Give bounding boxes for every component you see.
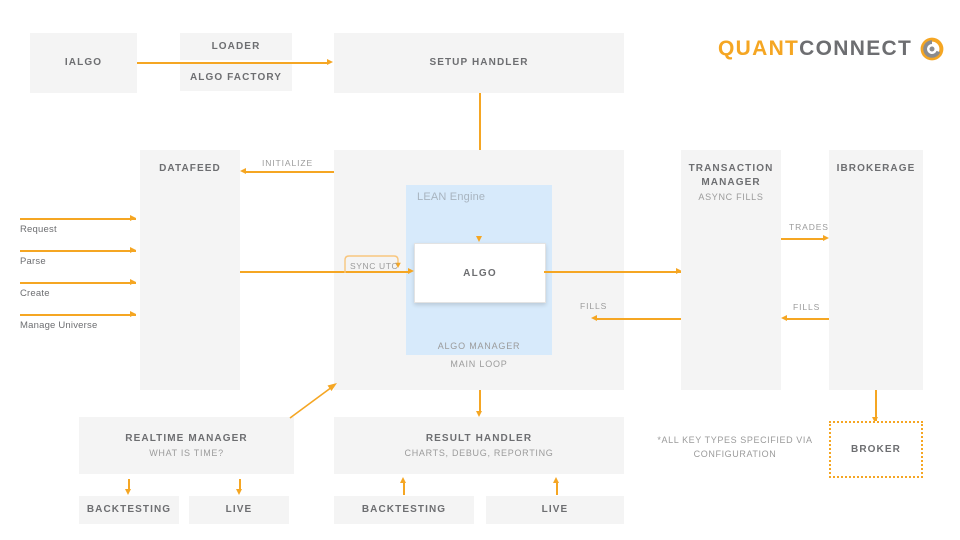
arrowhead-setup-to-algo bbox=[476, 236, 483, 242]
arrowhead-manage-universe bbox=[130, 311, 136, 318]
box-ibrokerage[interactable]: IBROKERAGE bbox=[829, 150, 923, 390]
box-result-backtesting-title: BACKTESTING bbox=[361, 504, 447, 515]
arrow-request bbox=[20, 218, 136, 220]
box-loader-title: LOADER bbox=[211, 40, 261, 52]
box-realtime-backtesting[interactable]: BACKTESTING bbox=[79, 496, 179, 524]
arrowhead-realtime-to-backtesting bbox=[124, 489, 131, 495]
arrow-engine-to-result-handler bbox=[479, 390, 481, 411]
label-main-loop: MAIN LOOP bbox=[450, 359, 508, 369]
quantconnect-logo: QUANT CONNECT bbox=[718, 36, 945, 62]
box-result-live-title: LIVE bbox=[541, 504, 569, 515]
arrowhead-trades bbox=[823, 235, 829, 242]
arrow-realtime-to-backtesting bbox=[128, 479, 130, 491]
box-datafeed[interactable]: DATAFEED bbox=[140, 150, 240, 390]
quantconnect-swirl-icon bbox=[919, 36, 945, 62]
arrow-algo-to-transaction-manager bbox=[544, 271, 681, 273]
box-datafeed-title: DATAFEED bbox=[159, 163, 221, 174]
box-transaction-manager[interactable]: TRANSACTION MANAGER ASYNC FILLS bbox=[681, 150, 781, 390]
arrow-backtesting-to-result-handler bbox=[403, 483, 405, 495]
arrow-trades bbox=[781, 238, 823, 240]
box-loader[interactable]: LOADER bbox=[180, 33, 292, 60]
box-algo-factory-title: ALGO FACTORY bbox=[189, 71, 283, 83]
arrowhead-fills-right bbox=[781, 315, 787, 322]
arrowhead-live-to-result-handler bbox=[552, 477, 559, 483]
arrow-setup-to-engine bbox=[479, 93, 481, 159]
arrowhead-initialize bbox=[240, 168, 246, 175]
arrow-create bbox=[20, 282, 136, 284]
box-broker[interactable]: BROKER bbox=[829, 421, 923, 478]
box-result-handler-subtitle: CHARTS, DEBUG, REPORTING bbox=[404, 447, 554, 458]
box-realtime-manager-title: REALTIME MANAGER bbox=[125, 432, 248, 444]
edge-label-initialize: INITIALIZE bbox=[262, 158, 314, 168]
arrow-fills-right bbox=[787, 318, 829, 320]
arrowhead-datafeed-to-algo bbox=[408, 268, 414, 275]
arrow-datafeed-to-algo bbox=[240, 271, 408, 273]
box-setup-handler[interactable]: SETUP HANDLER bbox=[334, 33, 624, 93]
box-result-backtesting[interactable]: BACKTESTING bbox=[334, 496, 474, 524]
arrowhead-parse bbox=[130, 247, 136, 254]
box-ialgo[interactable]: IALGO bbox=[30, 33, 137, 93]
edge-label-sync-utc: SYNC UTC bbox=[350, 261, 399, 271]
arrowhead-request bbox=[130, 215, 136, 222]
footnote-key-types: *ALL KEY TYPES SPECIFIED VIA CONFIGURATI… bbox=[657, 435, 813, 459]
box-realtime-live[interactable]: LIVE bbox=[189, 496, 289, 524]
edge-label-trades: TRADES bbox=[789, 222, 829, 232]
box-ibrokerage-title: IBROKERAGE bbox=[836, 163, 916, 174]
arrowhead-ibrokerage-to-broker bbox=[871, 417, 878, 423]
side-label-create: Create bbox=[20, 288, 50, 299]
arrow-realtime-to-engine bbox=[288, 380, 340, 425]
box-result-handler-title: RESULT HANDLER bbox=[425, 432, 533, 444]
label-algo-manager: ALGO MANAGER bbox=[437, 341, 521, 351]
arrow-ialgo-to-setup bbox=[137, 62, 327, 64]
arrow-live-to-result-handler bbox=[556, 483, 558, 495]
box-result-live[interactable]: LIVE bbox=[486, 496, 624, 524]
side-label-manage-universe: Manage Universe bbox=[20, 320, 98, 331]
arrow-realtime-to-live bbox=[239, 479, 241, 491]
logo-text-quant: QUANT bbox=[718, 37, 800, 60]
edge-label-fills-left: FILLS bbox=[580, 301, 608, 311]
logo-text-connect: CONNECT bbox=[799, 37, 913, 60]
side-label-request: Request bbox=[20, 224, 57, 235]
box-realtime-manager-subtitle: WHAT IS TIME? bbox=[149, 447, 224, 458]
box-transaction-manager-subtitle: ASYNC FILLS bbox=[698, 192, 764, 202]
arrow-manage-universe bbox=[20, 314, 136, 316]
box-result-handler[interactable]: RESULT HANDLER CHARTS, DEBUG, REPORTING bbox=[334, 417, 624, 474]
box-realtime-live-title: LIVE bbox=[225, 504, 253, 515]
arrow-parse bbox=[20, 250, 136, 252]
arrowhead-create bbox=[130, 279, 136, 286]
box-realtime-backtesting-title: BACKTESTING bbox=[86, 504, 172, 515]
arrowhead-engine-to-result-handler bbox=[475, 411, 482, 417]
arrowhead-ialgo-to-setup bbox=[327, 59, 333, 66]
edge-label-fills-right: FILLS bbox=[793, 302, 821, 312]
box-transaction-manager-title: TRANSACTION MANAGER bbox=[688, 163, 774, 188]
box-setup-handler-title: SETUP HANDLER bbox=[429, 57, 529, 68]
arrowhead-fills-left bbox=[591, 315, 597, 322]
arrow-fills-left bbox=[597, 318, 681, 320]
box-broker-title: BROKER bbox=[851, 443, 901, 455]
arrowhead-realtime-to-live bbox=[235, 489, 242, 495]
box-lean-engine-title: LEAN Engine bbox=[417, 191, 486, 203]
arrowhead-algo-to-transaction-manager bbox=[676, 268, 682, 275]
box-ialgo-title: IALGO bbox=[64, 57, 103, 68]
box-algo-factory[interactable]: ALGO FACTORY bbox=[180, 64, 292, 91]
box-algo-title: ALGO bbox=[463, 267, 497, 279]
arrow-initialize bbox=[246, 171, 334, 173]
sync-utc-loop-icon bbox=[342, 254, 404, 279]
box-algo[interactable]: ALGO bbox=[414, 243, 546, 303]
box-realtime-manager[interactable]: REALTIME MANAGER WHAT IS TIME? bbox=[79, 417, 294, 474]
arrow-ibrokerage-to-broker bbox=[875, 390, 877, 421]
arrowhead-backtesting-to-result-handler bbox=[399, 477, 406, 483]
side-label-parse: Parse bbox=[20, 256, 46, 267]
